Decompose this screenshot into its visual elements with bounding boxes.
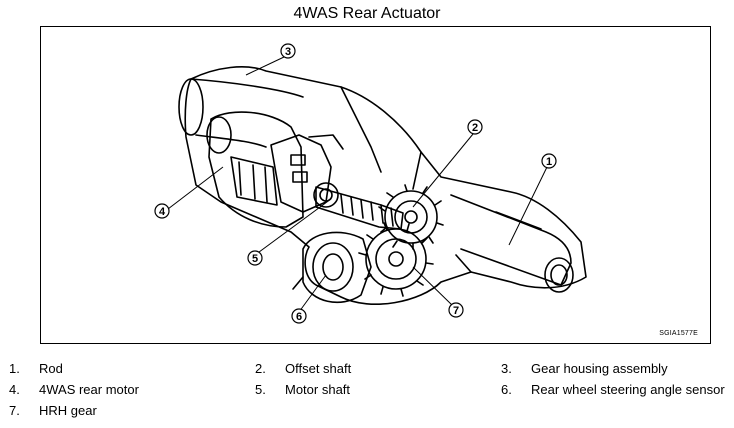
housing-left-end [178, 78, 204, 136]
parts-legend: 1. Rod 2. Offset shaft 3. Gear housing a… [9, 361, 725, 418]
gear-housing-body [184, 66, 587, 305]
callout-7: 7 [448, 302, 464, 318]
leader-1 [508, 166, 548, 246]
leader-6 [298, 274, 327, 313]
callout-4: 4 [154, 203, 170, 219]
diagram-title: 4WAS Rear Actuator [293, 5, 441, 22]
offset-shaft-gear [384, 190, 438, 244]
callout-3: 3 [280, 43, 296, 59]
rod [450, 194, 572, 286]
rear-motor [208, 111, 304, 228]
leader-2 [412, 133, 474, 208]
rod-end [544, 257, 574, 293]
leader-4 [167, 166, 224, 210]
motor-shaft [315, 186, 404, 230]
connector-block [270, 134, 332, 213]
callout-1: 1 [541, 153, 557, 169]
svg-text:3: 3 [285, 46, 291, 58]
callout-5: 5 [247, 250, 263, 266]
svg-text:2: 2 [472, 122, 478, 134]
svg-text:6: 6 [296, 311, 302, 323]
svg-text:1: 1 [546, 156, 552, 168]
leader-3 [245, 56, 285, 76]
actuator-illustration: 1 2 3 4 5 6 7 [154, 43, 587, 324]
motor-end-cap [206, 116, 232, 154]
svg-text:4: 4 [159, 206, 166, 218]
callout-6: 6 [291, 308, 307, 324]
leader-7 [412, 266, 454, 307]
image-code: SGIA1577E [659, 330, 698, 337]
leader-5 [254, 198, 332, 256]
svg-text:5: 5 [252, 253, 258, 265]
callout-2: 2 [467, 119, 483, 135]
diagram-frame: 1 2 3 4 5 6 7 SGIA1577E [40, 26, 711, 344]
svg-text:7: 7 [453, 305, 459, 317]
hrh-gear [365, 228, 427, 290]
